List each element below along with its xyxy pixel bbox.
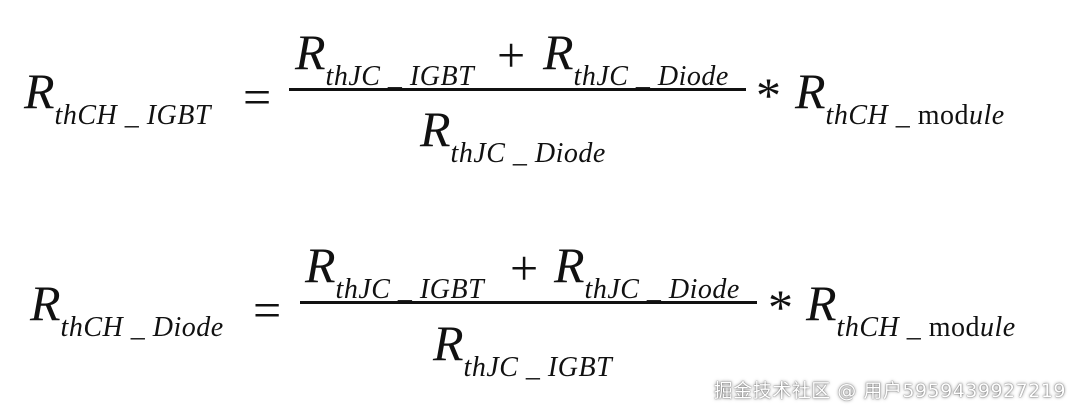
formula-1-num-term1-subscript: thJC _ IGBT [325, 61, 475, 92]
formula-1-rhs-sub-part2: mod [917, 100, 970, 131]
formula-2-den-subscript: thJC _ IGBT [463, 352, 613, 383]
formula-2-rhs-sub-part1: thCH _ [836, 312, 929, 343]
formula-2-lhs-subscript: thCH _ Diode [60, 312, 224, 343]
formula-2-equals: = [253, 282, 282, 338]
formula-2-num-term1-symbol: R [305, 237, 336, 293]
formula-1-den-subscript: thJC _ Diode [450, 138, 606, 169]
formula-1-num-term2-subscript: thJC _ Diode [573, 61, 729, 92]
formula-1-times: * [756, 67, 781, 123]
formula-2-rhs-sub-part2: mod [928, 312, 981, 343]
formula-1-fraction-bar [289, 88, 746, 91]
formula-2-num-term2-subscript: thJC _ Diode [584, 274, 740, 305]
formula-1-rhs: RthCH _ module [795, 63, 1005, 130]
formula-1-rhs-symbol: R [795, 63, 826, 119]
formula-2-denominator: RthJC _ IGBT [433, 315, 612, 382]
formula-2-den-symbol: R [433, 315, 464, 371]
formula-1-numerator-term1: RthJC _ IGBT [295, 24, 474, 91]
formula-1-rhs-sub-part1: thCH _ [825, 100, 918, 131]
formula-1-lhs: RthCH _ IGBT [24, 63, 211, 130]
formula-1-rhs-sub-part3: ule [969, 100, 1005, 131]
formula-1-num-term1-symbol: R [295, 24, 326, 80]
formula-1-num-term2-symbol: R [543, 24, 574, 80]
formula-2-num-term1-subscript: thJC _ IGBT [335, 274, 485, 305]
formula-2-plus: + [510, 240, 539, 296]
watermark: 掘金技术社区 @ 用户5959439927219 [713, 380, 1066, 402]
formula-2-num-term2-symbol: R [554, 237, 585, 293]
formula-2-times: * [768, 279, 793, 335]
formula-2-numerator-term2: RthJC _ Diode [554, 237, 740, 304]
formula-1-equals: = [243, 69, 272, 125]
formula-2-rhs-symbol: R [806, 275, 837, 331]
formula-2-numerator-term1: RthJC _ IGBT [305, 237, 484, 304]
formula-2-rhs-sub-part3: ule [980, 312, 1016, 343]
formula-2-lhs-symbol: R [30, 275, 61, 331]
formula-2-rhs: RthCH _ module [806, 275, 1016, 342]
formula-1-lhs-symbol: R [24, 63, 55, 119]
formula-1-denominator: RthJC _ Diode [420, 101, 606, 168]
formula-1-den-symbol: R [420, 101, 451, 157]
formula-2-lhs: RthCH _ Diode [30, 275, 224, 342]
formula-1-plus: + [497, 27, 526, 83]
formula-2-fraction-bar [300, 301, 757, 304]
formula-1-lhs-subscript: thCH _ IGBT [54, 100, 211, 131]
formula-1-numerator-term2: RthJC _ Diode [543, 24, 729, 91]
